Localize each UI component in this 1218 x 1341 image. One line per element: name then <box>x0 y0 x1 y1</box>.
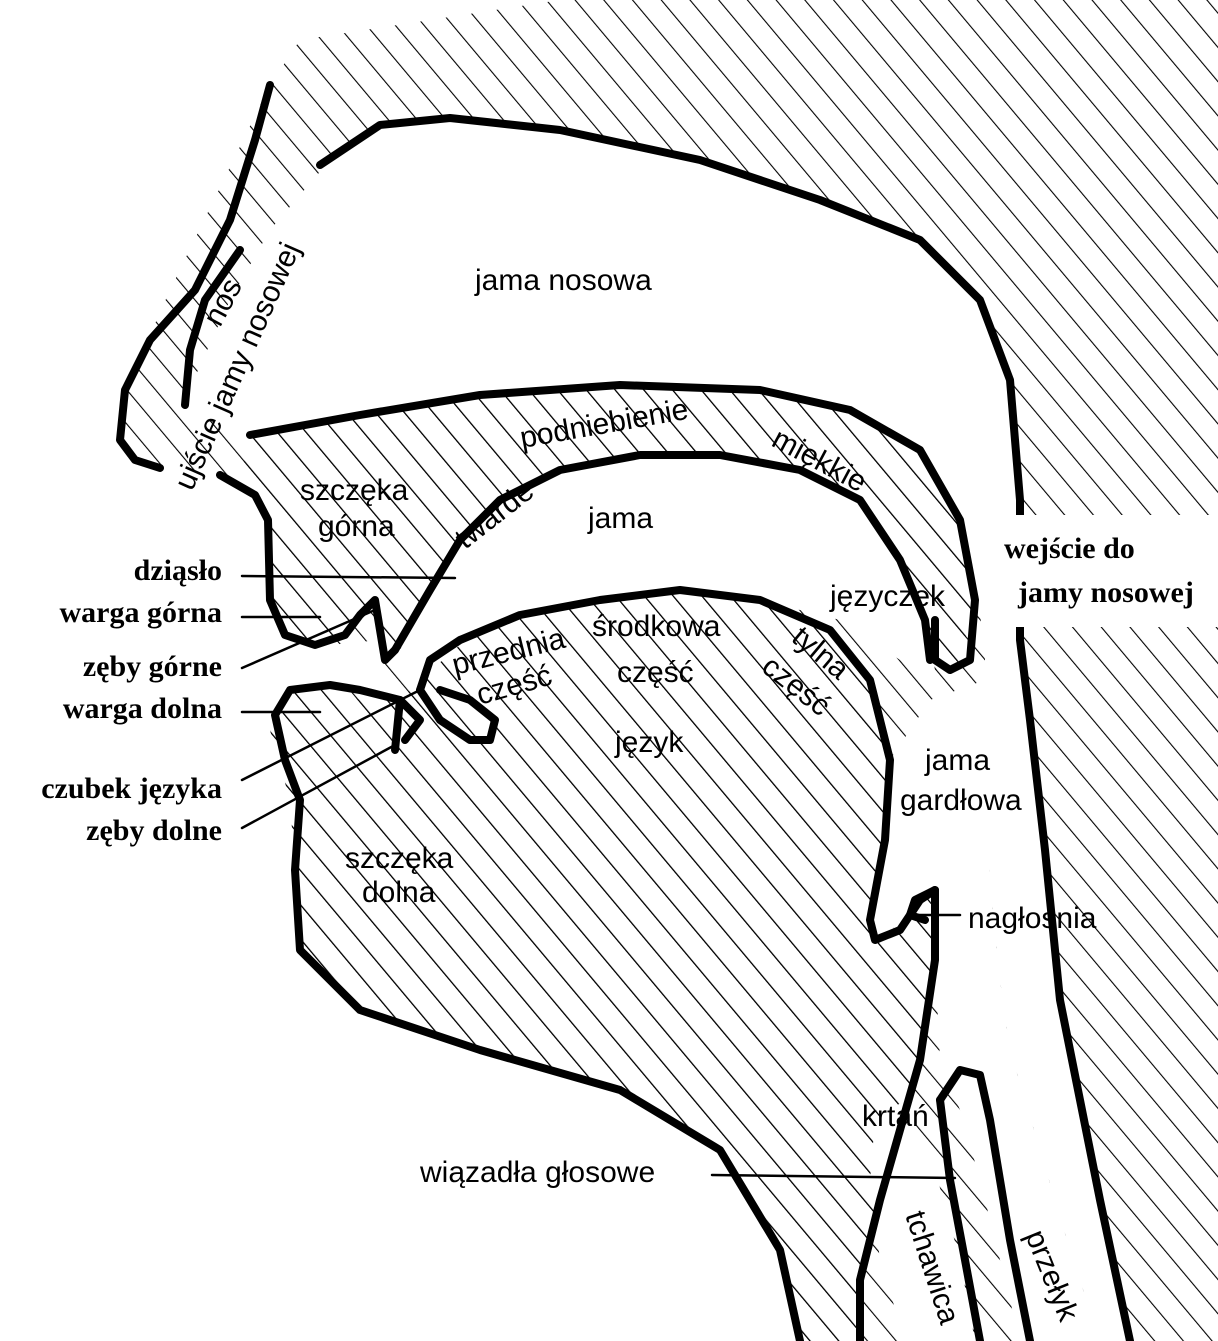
label-jama-gardlowa-2: gardłowa <box>900 784 1022 817</box>
label-warga-dolna: warga dolna <box>63 692 222 725</box>
label-jama: jama <box>587 502 653 535</box>
label-czesc-2: część <box>617 656 694 689</box>
label-srodkowa: środkowa <box>592 610 721 643</box>
label-wiazadla-glosowe: wiązadła głosowe <box>419 1156 655 1189</box>
label-zeby-gorne: zęby górne <box>83 650 222 683</box>
label-jezyczek: języczek <box>829 580 946 613</box>
label-jama-gardlowa-1: jama <box>924 744 990 777</box>
label-zeby-dolne: zęby dolne <box>86 814 222 847</box>
label-warga-gorna: warga górna <box>60 596 222 629</box>
label-czubek-jezyka: czubek języka <box>41 772 222 805</box>
label-naglosnia: nagłośnia <box>968 902 1097 935</box>
label-jama-nosowa: jama nosowa <box>474 264 652 297</box>
label-szczeka-gorna-2: górna <box>318 510 395 543</box>
label-krtan: krtań <box>862 1100 929 1133</box>
label-jamy-nosowej: jamy nosowej <box>1017 576 1194 609</box>
label-dziaslo: dziąsło <box>134 554 222 587</box>
label-szczeka-dolna-2: dolna <box>362 876 436 909</box>
tongue-region <box>270 590 940 1341</box>
label-wejscie-do: wejście do <box>1004 532 1135 565</box>
label-szczeka-dolna-1: szczęka <box>345 842 454 875</box>
label-szczeka-gorna-1: szczęka <box>300 474 409 507</box>
label-jezyk: język <box>614 726 684 759</box>
